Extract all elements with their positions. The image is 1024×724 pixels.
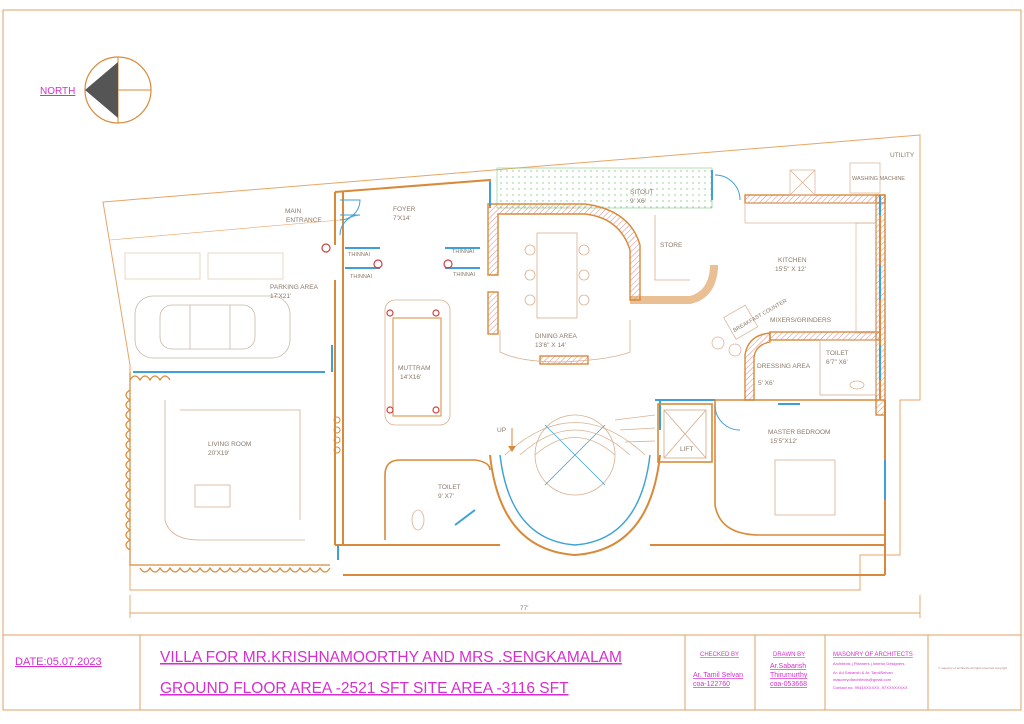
label-master-bed: MASTER BEDROOM (768, 429, 830, 436)
sheet-border (2, 9, 1022, 711)
label-kitchen-size: 15'5" X 12' (775, 266, 806, 273)
title-block (3, 634, 1021, 710)
pillars (321, 243, 453, 414)
label-muttram: MUTTRAM (398, 365, 431, 372)
firm-line-2: Ar. Ad.Sabarish & Ar. TamilSelvan (833, 670, 893, 675)
firm-line-1: Architects | Planners | Interior Designe… (833, 661, 904, 666)
label-foyer: FOYER (393, 206, 416, 213)
label-lift: LIFT (680, 446, 693, 453)
side-note: © masonry of architects all rights reser… (938, 666, 1007, 670)
dimension-line (129, 595, 921, 618)
kitchen-walls (744, 194, 886, 416)
living-scallop (125, 375, 331, 573)
master-toilet (819, 339, 877, 396)
label-toilet-ground: TOILET (438, 484, 461, 491)
label-dressing: DRESSING AREA (757, 363, 811, 370)
label-sitout-size: 9' X6' (630, 198, 646, 205)
drawn-by-label: DRAWN BY (773, 652, 805, 658)
label-dining: DINING AREA (535, 333, 578, 340)
staircase (489, 414, 661, 557)
label-foyer-size: 7'X14' (393, 215, 411, 222)
drawn-by-coa: coa-053668 (770, 681, 807, 688)
north-label: NORTH (40, 86, 75, 97)
car-outline (134, 295, 291, 359)
ground-toilet-walls (384, 459, 491, 540)
label-toilet-master-size: 6'7" X6' (826, 359, 848, 366)
label-thinnai-3: THINNAI (452, 249, 474, 255)
firm-line-4: Contact no: 9944XXXXXX, 97XXXXXXXX (833, 685, 908, 690)
parking-slab-1 (124, 252, 201, 280)
label-parking-size: 17'X21' (270, 293, 291, 300)
north-symbol (84, 56, 152, 124)
label-utility: UTILITY (890, 152, 915, 159)
label-mixers: MIXERS/GRINDERS (770, 317, 832, 324)
label-dining-size: 13'6" X 14' (535, 342, 566, 349)
sitout-garden (496, 167, 713, 209)
entrance-doors (339, 174, 741, 431)
label-main-entrance-2: ENTRANCE (286, 217, 322, 224)
label-toilet-ground-size: 9' X7' (438, 493, 454, 500)
project-area: GROUND FLOOR AREA -2521 SFT SITE AREA -3… (160, 680, 569, 697)
living-room-walls (129, 372, 330, 566)
label-main-entrance-1: MAIN (285, 208, 302, 215)
round-columns (333, 416, 341, 454)
master-bedroom-walls (714, 399, 885, 536)
up-arrow-head (508, 446, 516, 452)
lift (657, 403, 713, 463)
label-sitout: SITOUT (630, 189, 654, 196)
label-up: UP (497, 427, 506, 434)
checked-by-label: CHECKED BY (700, 652, 739, 658)
label-dimension: 77' (520, 605, 528, 612)
label-toilet-master: TOILET (826, 350, 849, 357)
muttram-grid (384, 299, 451, 426)
firm-line-3: masonryofarchitects@gmail.com (833, 677, 892, 682)
label-living: LIVING ROOM (208, 441, 251, 448)
label-kitchen: KITCHEN (778, 257, 807, 264)
dining-walls (487, 203, 718, 365)
glass-windows (133, 170, 886, 560)
label-washing: WASHING MACHINE (852, 176, 905, 182)
parking-slab-2 (207, 252, 284, 280)
checked-by-name: Ar. Tamil Selvan (693, 672, 743, 679)
label-parking: PARKING AREA (270, 284, 319, 291)
label-muttram-size: 14'X16' (400, 374, 421, 381)
date-label: DATE:05.07.2023 (15, 656, 102, 668)
label-thinnai-4: THINNAI (453, 272, 475, 278)
store-walls (654, 215, 690, 281)
drawn-by-name-1: Ar.Sabarish (770, 663, 806, 670)
firm-name: MASONRY OF ARCHITECTS (833, 652, 913, 658)
checked-by-coa: coa-122760 (693, 681, 730, 688)
label-living-size: 20'X19' (208, 450, 229, 457)
label-master-bed-size: 15'5"X12' (770, 438, 797, 445)
label-dressing-size: 5' X6' (758, 380, 774, 387)
project-title: VILLA FOR MR.KRISHNAMOORTHY AND MRS .SEN… (160, 649, 622, 666)
label-store: STORE (660, 242, 683, 249)
dining-table (499, 232, 631, 363)
drawn-by-name-2: Thirumurthy (770, 672, 808, 679)
parking-line (109, 219, 341, 241)
label-thinnai-2: THINNAI (350, 274, 372, 280)
kitchen-counter (711, 162, 881, 357)
label-thinnai-1: THINNAI (348, 252, 370, 258)
